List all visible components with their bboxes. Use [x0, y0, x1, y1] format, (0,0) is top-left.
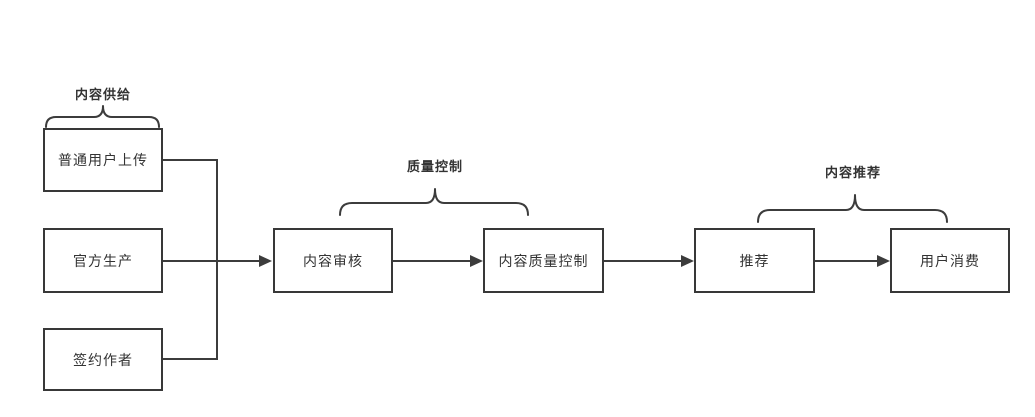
node-official-production: 官方生产 [43, 228, 163, 293]
node-signed-authors: 签约作者 [43, 328, 163, 391]
edge-sources-bus [163, 159, 218, 360]
node-label: 用户消费 [920, 252, 980, 269]
arrowhead-to-quality [470, 255, 483, 267]
node-label: 内容审核 [303, 252, 363, 269]
node-label: 签约作者 [73, 351, 133, 368]
brace-content-supply [45, 105, 160, 128]
node-label: 普通用户上传 [58, 152, 148, 168]
brace-content-recommendation [757, 194, 948, 223]
group-label-quality-control: 质量控制 [406, 159, 463, 174]
brace-quality-control [339, 188, 529, 216]
arrowhead-to-consume [877, 255, 890, 267]
node-recommendation: 推荐 [694, 228, 815, 293]
group-label-content-recommendation: 内容推荐 [824, 165, 881, 180]
node-label: 内容质量控制 [498, 252, 589, 269]
node-label: 官方生产 [73, 252, 133, 269]
node-content-quality-control: 内容质量控制 [483, 228, 604, 293]
group-label-content-supply: 内容供给 [74, 87, 131, 102]
node-content-review: 内容审核 [273, 228, 393, 293]
arrowhead-to-recommend [681, 255, 694, 267]
node-label: 推荐 [739, 252, 770, 269]
node-regular-user-upload: 普通用户上传 [43, 128, 163, 192]
arrowhead-to-content-review [259, 255, 272, 267]
node-user-consumption: 用户消费 [890, 228, 1010, 293]
